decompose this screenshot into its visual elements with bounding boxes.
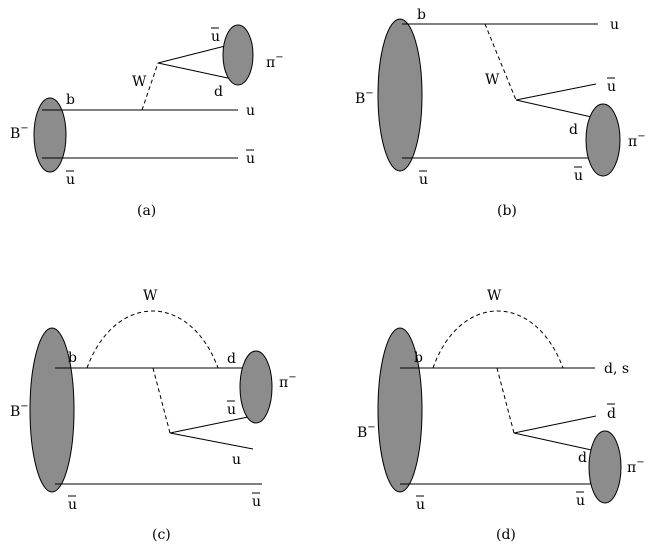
label-quark-b-a: b: [66, 92, 75, 108]
panel-a: B− b u W u u u d π− (a): [10, 24, 284, 219]
pion-ubar-line-c: [169, 415, 254, 434]
label-out-u-c: u: [232, 452, 241, 468]
label-b-meson-a: B−: [10, 123, 29, 142]
b-meson-blob-b: [377, 18, 423, 172]
label-pion-a: π−: [266, 52, 284, 71]
label-pion-d: π−: [627, 457, 645, 476]
label-out-u-a: u: [246, 103, 255, 119]
label-quark-b-b: b: [417, 7, 426, 23]
label-out-ubar-a: u: [246, 151, 255, 167]
label-w-d: W: [487, 288, 502, 304]
pion-blob-d: [588, 430, 622, 504]
b-meson-blob-a: [33, 97, 67, 173]
label-out-ds-d: d, s: [604, 361, 629, 377]
label-pion-d-d: d: [578, 450, 587, 466]
label-pion-ubar-b: u: [574, 168, 583, 184]
pion-d-line-b: [515, 99, 597, 119]
label-emit-dbar-d: d: [607, 406, 616, 422]
w-boson-line-a: [141, 62, 159, 111]
label-quark-ubar-d: u: [416, 497, 425, 513]
w-boson-line-b: [484, 23, 517, 101]
label-pion-ubar-d: u: [576, 493, 585, 509]
panel-c: B− b u W d u π− u u (c): [10, 288, 297, 543]
label-pion-ubar-a: u: [211, 29, 220, 45]
pion-blob-b: [585, 103, 621, 177]
label-b-meson-d: B−: [357, 422, 376, 441]
label-pion-c: π−: [279, 372, 297, 391]
w-boson-arc-c: [86, 310, 219, 369]
pion-blob-a: [222, 24, 254, 86]
label-quark-b-c: b: [68, 350, 77, 366]
emit-ubar-line-b: [515, 83, 597, 101]
label-w-c: W: [143, 288, 158, 304]
emit-dbar-line-d: [513, 415, 597, 434]
penguin-dashed-line-c: [152, 367, 171, 434]
b-meson-blob-c: [29, 327, 75, 493]
out-u-line-c: [169, 432, 254, 450]
label-pion-b: π−: [628, 131, 646, 150]
label-pion-ubar-c: u: [227, 402, 236, 418]
label-quark-ubar-b: u: [419, 172, 428, 188]
caption-a: (a): [137, 203, 156, 219]
label-b-meson-c: B−: [10, 401, 29, 420]
panel-b: B− b u W u u d u π− (b): [355, 7, 646, 219]
caption-c: (c): [152, 527, 171, 543]
label-out-u-b: u: [610, 17, 619, 33]
label-quark-ubar-c: u: [68, 497, 77, 513]
b-meson-blob-d: [377, 327, 423, 493]
w-boson-arc-d: [432, 310, 564, 369]
label-pion-d-c: d: [227, 351, 236, 367]
label-emit-ubar-b: u: [607, 79, 616, 95]
label-out-ubar-c: u: [252, 494, 261, 510]
pion-d-line-d: [513, 432, 597, 452]
label-w-a: W: [132, 74, 147, 90]
caption-b: (b): [497, 203, 517, 219]
label-quark-b-d: b: [414, 350, 423, 366]
label-b-meson-b: B−: [355, 88, 374, 107]
panel-d: B− b u W d, s d d u π− (d): [357, 288, 645, 543]
pion-d-line-a: [157, 62, 238, 81]
label-pion-d-b: d: [569, 122, 578, 138]
pion-blob-c: [239, 350, 273, 424]
label-pion-d-a: d: [214, 84, 223, 100]
label-w-b: W: [485, 72, 500, 88]
penguin-dashed-line-d: [496, 367, 515, 434]
caption-d: (d): [496, 527, 516, 543]
label-quark-ubar-a: u: [66, 172, 75, 188]
